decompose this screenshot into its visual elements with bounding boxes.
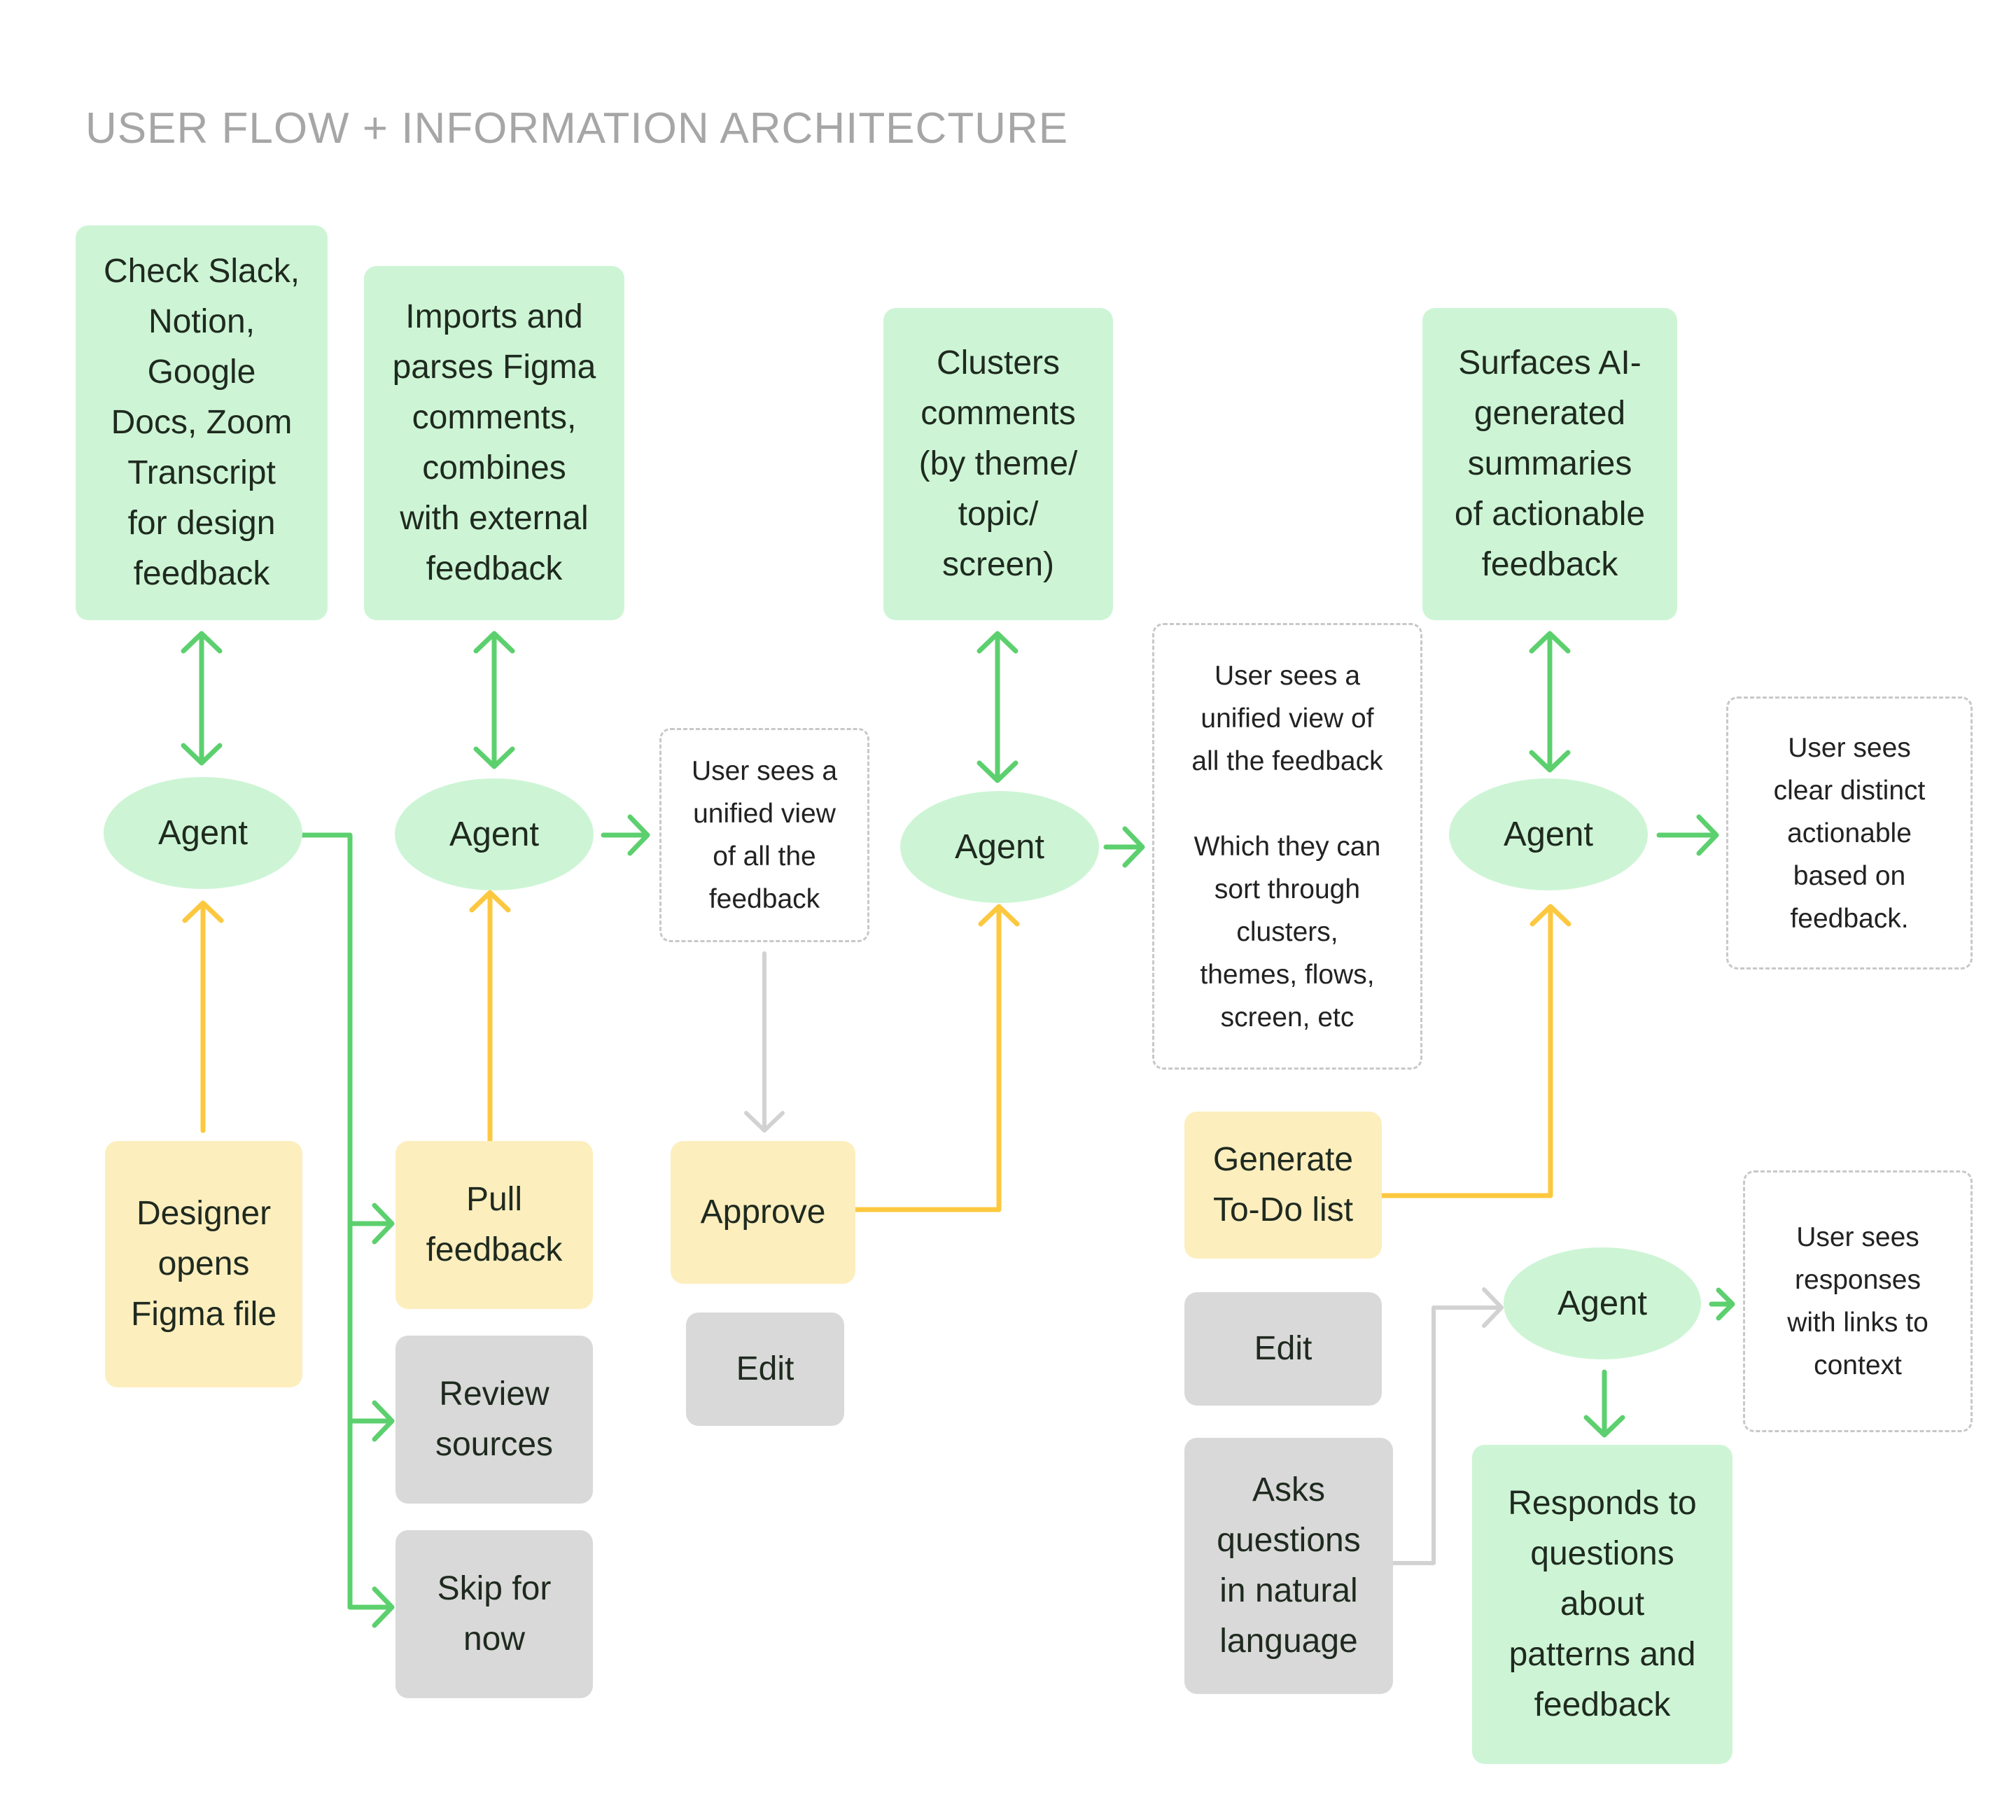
agent-label: Agent <box>954 828 1045 866</box>
arrow-imports-agent2 <box>473 631 515 769</box>
branch-agent1-options <box>300 832 353 1610</box>
box-surfaces: Surfaces AI- generated summaries of acti… <box>1422 308 1677 620</box>
agent-label: Agent <box>1503 816 1594 853</box>
box-responds-text: Responds to questions about patterns and… <box>1508 1485 1697 1723</box>
note-unified-view-2-text: User sees a unified view of all the feed… <box>1191 660 1383 1032</box>
arrow-clusters-agent3 <box>976 631 1018 783</box>
arrow-agent5-note4 <box>1709 1287 1735 1321</box>
note-unified-view-1-text: User sees a unified view of all the feed… <box>691 756 838 914</box>
note-clear-actionable-text: User sees clear distinct actionable base… <box>1773 732 1926 934</box>
arrow-branch-review <box>347 1400 395 1442</box>
edit-button-1[interactable]: Edit <box>686 1312 844 1426</box>
arrow-agent2-note1 <box>601 814 650 856</box>
generate-todo-button[interactable]: Generate To-Do list <box>1184 1112 1382 1259</box>
agent-label: Agent <box>449 816 540 853</box>
arrow-designer-agent1 <box>182 900 224 1133</box>
gray-connectors <box>744 951 1504 1565</box>
box-imports-text: Imports and parses Figma comments, combi… <box>392 298 596 587</box>
agent-node-3: Agent <box>900 791 1099 903</box>
arrow-pull-agent2 <box>469 890 511 1144</box>
approve-button[interactable]: Approve <box>671 1141 855 1284</box>
box-responds: Responds to questions about patterns and… <box>1472 1445 1732 1764</box>
arrow-todo-agent4 <box>1378 904 1572 1198</box>
agent-label: Agent <box>158 814 248 852</box>
agent-node-1: Agent <box>104 777 302 889</box>
box-designer-opens: Designer opens Figma file <box>105 1141 302 1387</box>
asks-questions-box[interactable]: Asks questions in natural language <box>1184 1438 1393 1694</box>
edit-button-2[interactable]: Edit <box>1184 1292 1382 1406</box>
approve-label: Approve <box>700 1194 826 1231</box>
note-unified-view-1: User sees a unified view of all the feed… <box>659 728 869 942</box>
box-designer-opens-text: Designer opens Figma file <box>130 1195 277 1333</box>
note-responses-links-text: User sees responses with links to contex… <box>1787 1222 1928 1380</box>
agent-node-5: Agent <box>1504 1247 1701 1359</box>
box-imports: Imports and parses Figma comments, combi… <box>364 266 624 620</box>
edit-label: Edit <box>736 1350 794 1387</box>
agent-node-4: Agent <box>1449 778 1648 890</box>
arrow-agent3-note2 <box>1103 826 1145 868</box>
review-sources-label: Review sources <box>435 1376 554 1463</box>
arrow-agent4-note3 <box>1656 814 1719 856</box>
arrow-note1-approve <box>744 951 785 1133</box>
box-check-sources: Check Slack, Notion, Google Docs, Zoom T… <box>76 225 328 620</box>
note-responses-links: User sees responses with links to contex… <box>1743 1170 1973 1432</box>
box-clusters-text: Clusters comments (by theme/ topic/ scre… <box>918 344 1078 583</box>
edit-label: Edit <box>1254 1330 1312 1367</box>
arrow-approve-agent3 <box>853 904 1020 1212</box>
review-sources-button[interactable]: Review sources <box>396 1336 593 1504</box>
arrow-branch-skip <box>347 1586 395 1628</box>
arrow-branch-pull <box>347 1203 395 1245</box>
agent-node-2: Agent <box>395 778 594 890</box>
box-clusters: Clusters comments (by theme/ topic/ scre… <box>883 308 1113 620</box>
skip-for-now-button[interactable]: Skip for now <box>396 1530 593 1698</box>
generate-todo-label: Generate To-Do list <box>1212 1141 1354 1228</box>
green-connectors <box>181 631 1735 1628</box>
pull-feedback-button[interactable]: Pull feedback <box>396 1141 593 1309</box>
note-clear-actionable: User sees clear distinct actionable base… <box>1726 696 1973 969</box>
agent-label: Agent <box>1557 1284 1648 1322</box>
skip-for-now-label: Skip for now <box>437 1570 552 1658</box>
yellow-connectors <box>182 890 1572 1212</box>
pull-feedback-label: Pull feedback <box>426 1181 563 1268</box>
box-surfaces-text: Surfaces AI- generated summaries of acti… <box>1454 344 1646 583</box>
note-unified-view-2: User sees a unified view of all the feed… <box>1152 623 1422 1070</box>
arrow-surfaces-agent4 <box>1529 631 1571 773</box>
box-check-sources-text: Check Slack, Notion, Google Docs, Zoom T… <box>103 253 300 592</box>
page-title: USER FLOW + INFORMATION ARCHITECTURE <box>85 104 1069 153</box>
arrow-agent5-responds <box>1583 1369 1625 1438</box>
arrow-asks-agent5 <box>1391 1287 1504 1565</box>
arrow-check-agent1 <box>181 631 223 766</box>
asks-questions-label: Asks questions in natural language <box>1217 1471 1361 1660</box>
